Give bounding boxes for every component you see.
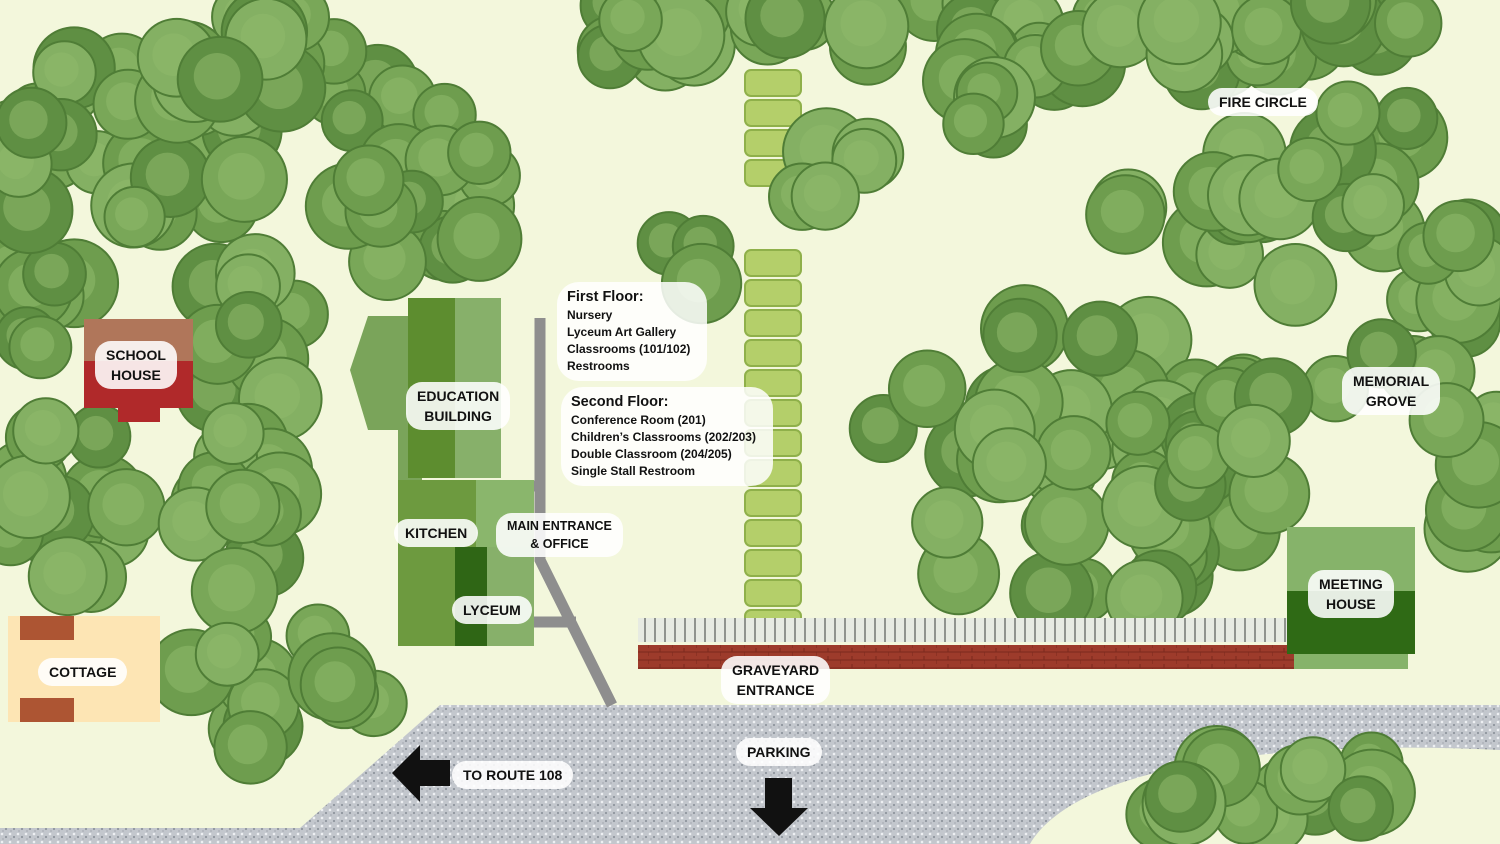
tree-icon (194, 621, 260, 687)
tree-icon (1277, 136, 1343, 203)
tree-icon (1105, 390, 1171, 456)
first-floor-callout: First Floor: Nursery Lyceum Art Gallery … (557, 282, 707, 381)
tree-icon (1216, 403, 1291, 478)
tree-icon (1165, 423, 1231, 489)
tree-icon (1315, 80, 1381, 146)
tree-icon (1327, 775, 1395, 842)
tree-icon (1036, 415, 1112, 491)
cottage-label: COTTAGE (38, 658, 128, 686)
tree-icon (1231, 0, 1302, 65)
tree-icon (982, 297, 1058, 374)
tree-icon (1374, 0, 1443, 58)
first-floor-item: Restrooms (567, 359, 630, 373)
tree-icon (0, 454, 71, 540)
tree-icon (1375, 86, 1439, 150)
tree-icon (1253, 243, 1338, 327)
tree-icon (320, 89, 384, 153)
tree-icon (1009, 550, 1094, 636)
tree-icon (103, 185, 166, 249)
tree-icon (1085, 174, 1166, 255)
tree-icon (942, 92, 1005, 156)
first-floor-heading: First Floor: (567, 289, 644, 305)
parking-label: PARKING (736, 738, 822, 766)
second-floor-item: Children’s Classrooms (202/203) (571, 430, 756, 444)
arrow-left-icon (392, 745, 450, 802)
second-floor-item: Double Classroom (204/205) (571, 447, 732, 461)
route-108-label: TO ROUTE 108 (452, 761, 574, 789)
fire-circle-label: FIRE CIRCLE (1208, 88, 1318, 116)
tree-icon (176, 35, 264, 123)
tree-icon (1105, 559, 1184, 638)
second-floor-item: Single Stall Restroom (571, 464, 696, 478)
second-floor-callout: Second Floor: Conference Room (201) Chil… (561, 387, 773, 486)
tree-icon (87, 468, 166, 547)
second-floor-item: Conference Room (201) (571, 413, 706, 427)
first-floor-item: Nursery (567, 308, 613, 322)
tree-icon (1144, 760, 1217, 833)
tree-icon (1062, 300, 1139, 377)
tree-icon (790, 161, 860, 231)
tree-icon (8, 315, 73, 380)
tree-icon (744, 0, 826, 60)
tree-icon (911, 486, 984, 559)
tree-icon (1023, 480, 1110, 566)
tree-icon (205, 468, 281, 544)
first-floor-item: Classrooms (101/102) (567, 342, 691, 356)
parking-lot (0, 705, 1500, 844)
tree-icon (1137, 0, 1222, 66)
tree-icon (1422, 199, 1495, 273)
tree-icon (299, 646, 377, 723)
arrow-down-icon (750, 778, 808, 836)
tree-icon (201, 402, 265, 466)
tree-icon (200, 135, 288, 223)
tree-icon (1279, 736, 1347, 803)
tree-icon (1289, 0, 1372, 45)
kitchen-label: KITCHEN (394, 519, 479, 547)
education-building (350, 298, 534, 646)
tree-icon (213, 710, 288, 785)
lyceum-label: LYCEUM (452, 596, 532, 624)
tree-icon (12, 397, 80, 465)
tree-icon (190, 547, 279, 635)
tree-icon (22, 241, 87, 307)
tree-icon (598, 0, 663, 53)
tree-icon (887, 349, 967, 428)
first-floor-item: Lyceum Art Gallery (567, 325, 677, 339)
tree-icon (971, 427, 1047, 503)
tree-icon (32, 40, 97, 105)
tree-icon (214, 290, 283, 359)
main-entrance-label: MAIN ENTRANCE& OFFICE (496, 513, 623, 557)
tree-icon (447, 120, 512, 185)
driveway (534, 318, 617, 708)
tree-icon (332, 144, 405, 217)
second-floor-heading: Second Floor: (571, 394, 669, 410)
tree-icon (436, 196, 523, 282)
tree-icon (1341, 173, 1405, 237)
tree-icon (0, 86, 68, 159)
graveyard-wall (638, 618, 1296, 669)
tree-icon (27, 536, 108, 617)
